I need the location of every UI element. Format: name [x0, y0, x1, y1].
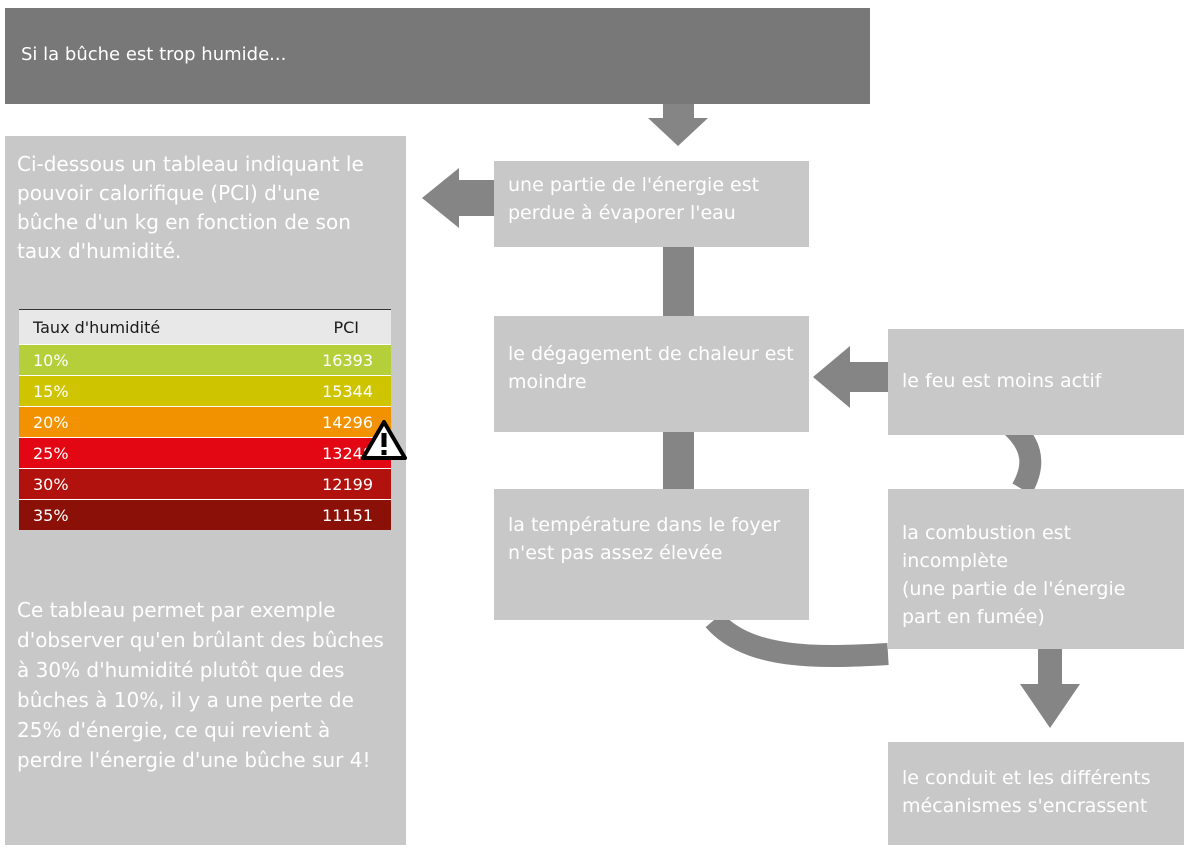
left-arrow-fire: [813, 346, 888, 408]
left-arrow-energy: [422, 168, 494, 228]
down-arrow-header: [648, 104, 708, 146]
pci-cell: 15344: [253, 375, 391, 407]
explanation-text: Ce tableau permet par exemple d'observer…: [17, 598, 384, 772]
low-temperature-text: la température dans le foyer n'est pas a…: [508, 514, 781, 564]
table-row: 35%11151: [19, 499, 391, 530]
down-arrow-clogging: [1020, 649, 1080, 728]
humidity-cell: 20%: [19, 406, 254, 438]
humidity-cell: 35%: [19, 499, 254, 530]
clogging-text: le conduit et les différents mécanismes …: [902, 767, 1151, 817]
fire-less-active-text: le feu est moins actif: [902, 370, 1102, 392]
pci-column-header: PCI: [253, 309, 391, 345]
info-panel: Ci-dessous un tableau indiquant le pouvo…: [5, 136, 406, 845]
energy-lost-box: une partie de l'énergie est perdue à éva…: [494, 161, 809, 247]
less-heat-text: le dégagement de chaleur est moindre: [508, 343, 794, 393]
table-row: 10%16393: [19, 344, 391, 376]
intro-text: Ci-dessous un tableau indiquant le pouvo…: [17, 152, 364, 263]
header-banner: Si la bûche est trop humide...: [5, 8, 870, 104]
fire-less-active-box: le feu est moins actif: [888, 329, 1184, 435]
clogging-box: le conduit et les différents mécanismes …: [888, 742, 1184, 845]
table-row: 15%15344: [19, 375, 391, 407]
incomplete-combustion-box: la combustion est incomplète (une partie…: [888, 489, 1184, 649]
pci-cell: 14296: [253, 406, 391, 438]
pci-cell: 13248: [253, 437, 391, 469]
less-heat-box: le dégagement de chaleur est moindre: [494, 316, 809, 432]
humidity-cell: 25%: [19, 437, 254, 469]
header-title: Si la bûche est trop humide...: [21, 44, 287, 65]
table-row: 20%14296: [19, 406, 391, 438]
connector-2-4: [663, 432, 694, 489]
table-header-row: Taux d'humidité PCI: [19, 309, 391, 345]
low-temperature-box: la température dans le foyer n'est pas a…: [494, 489, 809, 620]
connector-1-2: [663, 247, 694, 316]
humidity-column-header: Taux d'humidité: [19, 309, 254, 345]
table-row: 30%12199: [19, 468, 391, 500]
pci-cell: 11151: [253, 499, 391, 530]
pci-cell: 16393: [253, 344, 391, 376]
table-row: 25%13248: [19, 437, 391, 469]
pci-cell: 12199: [253, 468, 391, 500]
humidity-cell: 30%: [19, 468, 254, 500]
humidity-cell: 15%: [19, 375, 254, 407]
curve-4-5: [705, 612, 889, 668]
incomplete-combustion-text: la combustion est incomplète (une partie…: [902, 522, 1126, 628]
energy-lost-text: une partie de l'énergie est perdue à éva…: [508, 174, 760, 224]
warning-triangle-icon: [361, 420, 407, 460]
humidity-cell: 10%: [19, 344, 254, 376]
